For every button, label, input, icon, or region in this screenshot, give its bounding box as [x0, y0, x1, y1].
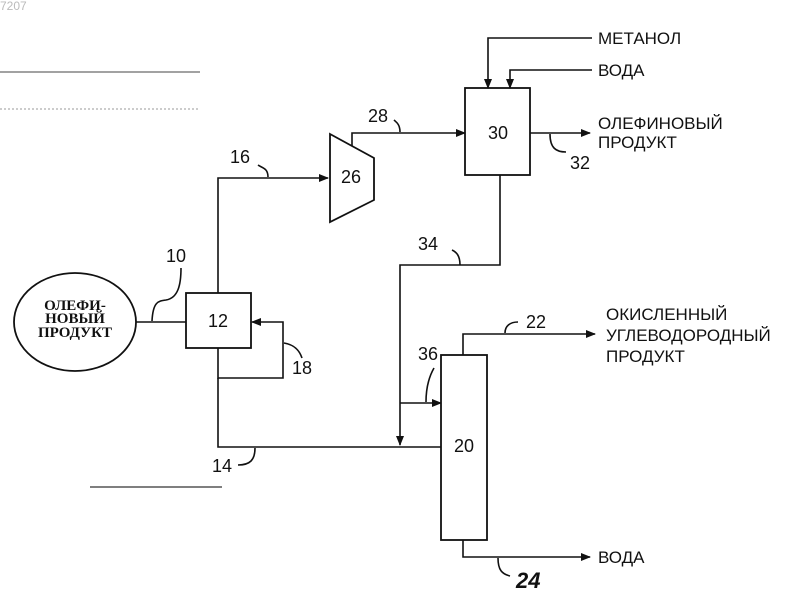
- stream-18-label: 18: [292, 358, 312, 378]
- leader-16: [258, 165, 268, 177]
- olefin-product-label-2: ПРОДУКТ: [598, 133, 677, 152]
- methanol-feed-line: [488, 38, 592, 88]
- leader-24: [498, 558, 510, 576]
- stream-14-label: 14: [212, 456, 232, 476]
- corner-mark: 7207: [0, 0, 27, 13]
- stream-32-label: 32: [570, 153, 590, 173]
- leader-18: [284, 343, 302, 358]
- stream-36-label: 36: [418, 344, 438, 364]
- stream-16-line: [218, 178, 328, 293]
- leader-22: [505, 322, 518, 333]
- unit-20-label: 20: [454, 436, 474, 456]
- methanol-label: МЕТАНОЛ: [598, 29, 681, 48]
- oxygenate-label-1: ОКИСЛЕННЫЙ: [606, 305, 727, 324]
- olefin-product-label-1: ОЛЕФИНОВЫЙ: [598, 114, 723, 133]
- oxygenate-label-2: УГЛЕВОДОРОДНЫЙ: [606, 326, 771, 345]
- stream-22-line: [463, 334, 595, 355]
- stream-10-label: 10: [166, 246, 186, 266]
- leader-32: [550, 134, 566, 152]
- stream-28-label: 28: [368, 106, 388, 126]
- stream-28-line: [352, 133, 465, 146]
- stream-14-line: [218, 378, 441, 447]
- stream-34-label: 34: [418, 234, 438, 254]
- leader-14: [238, 448, 255, 465]
- unit-26-label: 26: [341, 167, 361, 187]
- leader-34: [452, 250, 460, 265]
- unit-12-label: 12: [208, 311, 228, 331]
- water-feed-line: [510, 70, 592, 88]
- water-out-label: ВОДА: [598, 548, 645, 567]
- stream-22-label: 22: [526, 312, 546, 332]
- water-in-label: ВОДА: [598, 61, 645, 80]
- stream-16-label: 16: [230, 147, 250, 167]
- source-label-3: ПРОДУКТ: [38, 325, 112, 341]
- leader-28: [394, 120, 400, 132]
- stream-24-label: 24: [515, 568, 540, 593]
- stream-24-line: [463, 540, 590, 557]
- leader-10: [152, 268, 181, 321]
- oxygenate-label-3: ПРОДУКТ: [606, 347, 685, 366]
- unit-30-label: 30: [488, 123, 508, 143]
- leader-36: [426, 368, 434, 402]
